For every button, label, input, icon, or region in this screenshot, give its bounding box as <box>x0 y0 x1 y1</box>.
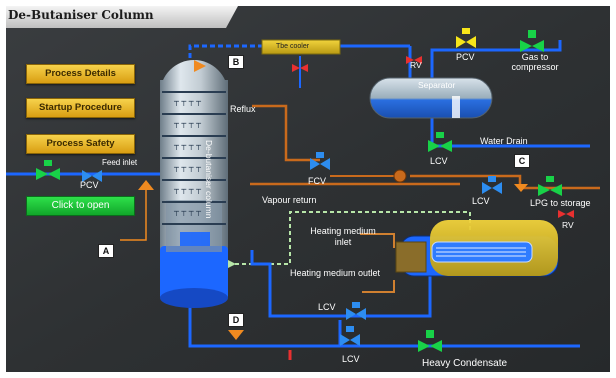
heavy-condensate-label: Heavy Condensate <box>422 358 508 369</box>
pump-icon <box>393 169 407 183</box>
column-label: De-butaniser column <box>204 140 214 219</box>
svg-text:┬ ┬ ┬ ┬: ┬ ┬ ┬ ┬ <box>173 119 201 129</box>
svg-text:┬ ┬ ┬ ┬: ┬ ┬ ┬ ┬ <box>173 97 201 107</box>
feed-inlet-label: Feed inlet <box>102 158 138 167</box>
startup-procedure-button[interactable]: Startup Procedure <box>26 98 135 118</box>
gas-to-compressor-label: Gas to compressor <box>511 52 559 72</box>
click-to-open-button[interactable]: Click to open <box>26 196 135 216</box>
page-title: De-Butaniser Column <box>8 8 154 22</box>
svg-text:┬ ┬ ┬ ┬: ┬ ┬ ┬ ┬ <box>173 185 201 195</box>
lpg-to-storage-label: LPG to storage <box>530 198 591 208</box>
cooler-label: Tbe cooler <box>276 43 310 50</box>
rv-right-label: RV <box>562 220 574 230</box>
separator-label: Separator <box>418 80 456 90</box>
lcv-lpg-label: LCV <box>472 196 490 206</box>
reflux-label: Reflux <box>230 104 256 114</box>
gate-valve-icon <box>36 160 60 180</box>
vapour-return-label: Vapour return <box>262 195 317 205</box>
heating-medium-outlet-label: Heating medium outlet <box>289 268 381 278</box>
pcv-left-label: PCV <box>80 180 99 190</box>
marker-c[interactable]: C <box>514 154 530 168</box>
water-drain-label: Water Drain <box>480 136 528 146</box>
svg-text:┬ ┬ ┬ ┬: ┬ ┬ ┬ ┬ <box>173 163 201 173</box>
marker-a[interactable]: A <box>98 244 114 258</box>
heating-medium-inlet-label: Heating medium inlet <box>310 226 376 247</box>
svg-text:┬ ┬ ┬ ┬: ┬ ┬ ┬ ┬ <box>173 141 201 151</box>
fcv-label: FCV <box>308 176 326 186</box>
process-safety-button[interactable]: Process Safety <box>26 134 135 154</box>
pcv-top-label: PCV <box>456 52 475 62</box>
lcv-bottom-label: LCV <box>342 354 360 364</box>
lcv-separator-label: LCV <box>430 156 448 166</box>
lcv-mid-label: LCV <box>318 302 336 312</box>
process-details-button[interactable]: Process Details <box>26 64 135 84</box>
marker-b[interactable]: B <box>228 55 244 69</box>
marker-d[interactable]: D <box>228 313 244 327</box>
rv-top-label: RV <box>410 60 422 70</box>
svg-text:┬ ┬ ┬ ┬: ┬ ┬ ┬ ┬ <box>173 207 201 217</box>
